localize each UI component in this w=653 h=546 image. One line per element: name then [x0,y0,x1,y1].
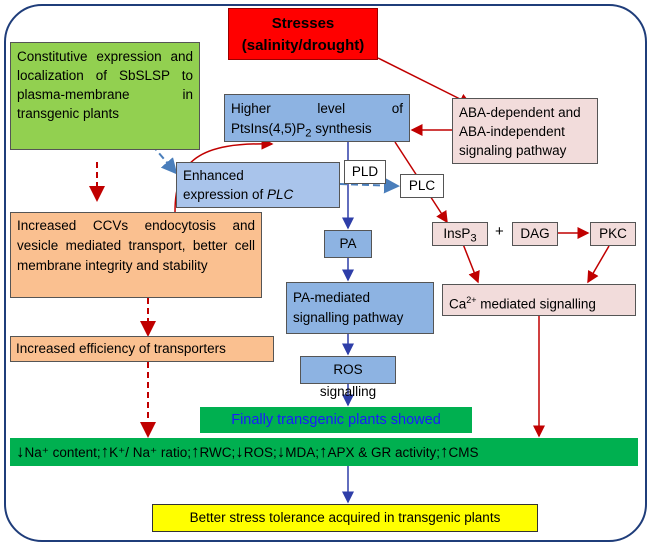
arrow-down-icon: ↓ [235,442,244,461]
arrow-down-icon: ↓ [16,442,25,461]
transporters-box: Increased efficiency of transporters [10,336,274,362]
result-text: RWC; [199,445,236,460]
result-item: ↑CMS [440,442,479,461]
dag-label: DAG [520,226,550,241]
pkc-box: PKC [590,222,636,246]
insp3-box: InsP3 [432,222,488,246]
arrow-insp3-to-ca [462,243,480,284]
stresses-line1: Stresses [271,15,335,32]
result-text: MDA; [285,445,319,460]
result-item: ↓MDA; [276,442,319,461]
enhanced-line2-pre: expression of [183,187,268,202]
result-text: CMS [448,445,479,460]
enhanced-box: Enhanced expression of PLC [176,162,340,208]
aba-line3: signaling pathway [459,143,567,158]
arrow-down-icon: ↓ [276,442,286,461]
result-text: APX & GR activity; [327,445,440,460]
arrow-enhanced-to-plc [339,177,400,194]
finally-box: Finally transgenic plants showed [200,407,472,433]
insp3-sub: 3 [470,232,477,245]
arrow-up-icon: ↑ [440,442,449,461]
pa-pathway-line2: signalling pathway [293,310,404,325]
ca-sup: 2+ [466,295,477,305]
higher-level-line2-pre: PtsIns(4,5)P [231,121,306,136]
results-box: ↓Na⁺ content;↑K⁺/ Na⁺ ratio;↑RWC;↓ROS;↓M… [10,438,638,466]
higher-level-box: Higher level of PtsIns(4,5)P2 synthesis [224,94,410,142]
higher-level-line2-post: synthesis [311,121,372,136]
result-item: ↓Na⁺ content; [16,442,101,461]
constitutive-text: Constitutive expression and localization… [17,49,193,121]
ccv-box: Increased CCVs endocytosis and vesicle m… [10,212,262,298]
result-item: ↑RWC; [190,442,236,461]
ros-box: ROS signalling [300,356,396,399]
pld-label: PLD [351,164,379,179]
arrow-stress-to-aba [377,57,472,105]
enhanced-line2-em: PLC [267,187,294,202]
aba-line1: ABA-dependent and [459,105,581,120]
pa-box: PA [324,230,372,258]
ca-box: Ca2+ mediated signalling [442,284,636,316]
result-item: ↑K⁺/ Na⁺ ratio; [100,442,191,461]
ccv-text: Increased CCVs endocytosis and vesicle m… [17,218,255,273]
higher-level-sub: 2 [305,127,312,140]
ros-label: ROS signalling [319,362,377,399]
result-item: ↓ROS; [235,442,277,461]
aba-box: ABA-dependent and ABA-independent signal… [452,98,598,164]
dag-box: DAG [512,222,558,246]
transporters-text: Increased efficiency of transporters [16,341,226,356]
pkc-label: PKC [599,226,627,241]
ca-post: mediated signalling [476,296,596,312]
arrow-pkc-to-ca [587,245,610,284]
plus-sign: + [495,223,504,240]
pa-label: PA [339,236,357,251]
arrow-up-icon: ↑ [318,442,328,461]
result-text: Na⁺ content; [24,445,101,460]
arrow-up-icon: ↑ [100,442,110,461]
ca-pre: Ca [449,296,467,312]
better-text: Better stress tolerance acquired in tran… [189,510,501,525]
plc-label: PLC [408,178,436,193]
stresses-line2: (salinity/drought) [241,37,365,54]
pa-pathway-line1: PA-mediated [293,290,371,305]
result-item: ↑APX & GR activity; [318,442,440,461]
plc-box: PLC [400,174,444,198]
insp3-label: InsP [443,226,471,241]
constitutive-box: Constitutive expression and localization… [10,42,200,150]
pa-pathway-box: PA-mediated signalling pathway [286,282,434,334]
result-text: ROS; [243,445,277,460]
enhanced-line1: Enhanced [183,168,244,183]
result-text: K⁺/ Na⁺ ratio; [109,445,191,460]
pld-box: PLD [344,160,386,184]
aba-line2: ABA-independent [459,124,565,139]
higher-level-line1: Higher level of [231,101,403,116]
rounded-frame [4,4,647,542]
finally-text: Finally transgenic plants showed [231,412,441,428]
better-box: Better stress tolerance acquired in tran… [152,504,538,532]
stresses-box: Stresses (salinity/drought) [228,8,378,60]
arrow-up-icon: ↑ [190,442,200,461]
